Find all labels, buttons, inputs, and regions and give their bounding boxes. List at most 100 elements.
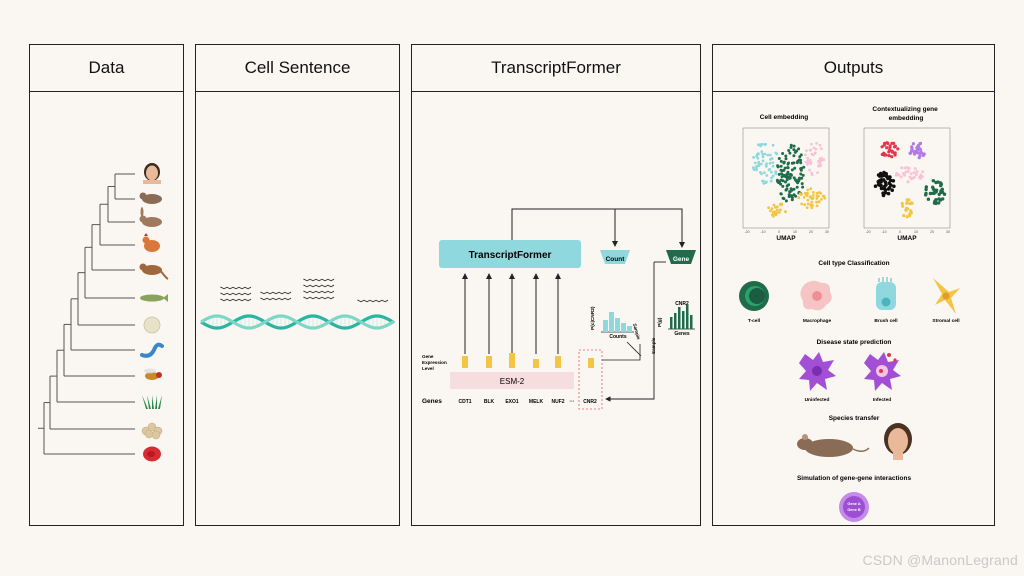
umap-tick: 10 (793, 230, 797, 234)
umap-point (771, 174, 775, 178)
umap-point (763, 143, 767, 146)
umap-point (759, 162, 763, 166)
umap-point (805, 149, 808, 153)
umap-point (779, 182, 783, 186)
umap-point (774, 172, 778, 176)
umap-point (799, 153, 803, 157)
kangaroo-icon (139, 263, 169, 280)
umap-tick: -20 (865, 230, 870, 234)
umap-point (800, 202, 804, 206)
count-head (600, 250, 630, 264)
umap-point (784, 154, 788, 158)
umap-point (809, 203, 813, 207)
count-bar (621, 323, 626, 332)
umap-label-left: UMAP (776, 235, 796, 242)
umap-point (785, 173, 789, 176)
gene-token-label: ··· (570, 399, 575, 405)
cnr2-dashed-box (578, 349, 603, 410)
umap-point (937, 201, 941, 205)
umap-point (880, 152, 884, 157)
umap-point (752, 156, 755, 159)
umap-point (789, 143, 793, 147)
token-line (303, 278, 335, 282)
umap-point (804, 153, 807, 157)
umap-point (787, 195, 791, 199)
umap-point (779, 159, 783, 163)
count-chart-xlabel: Counts (609, 334, 626, 340)
transcriptformer-block (439, 240, 581, 268)
umap-point (907, 166, 911, 170)
umap-point (781, 184, 785, 188)
umap-point (893, 144, 897, 148)
umap-point (906, 170, 910, 173)
umap-point (797, 158, 801, 162)
umap-frame-right (863, 127, 951, 229)
umap-point (774, 151, 778, 155)
stromal-cell-icon (933, 278, 960, 314)
umap-point (914, 173, 918, 177)
umap-point (895, 171, 899, 175)
umap-point (779, 178, 783, 182)
helix-strand (200, 314, 395, 330)
umap-point (817, 200, 821, 204)
umap-tick: 0 (899, 230, 901, 234)
umap-point (781, 174, 785, 178)
umap-point (806, 198, 810, 202)
cnr2-bar (588, 358, 594, 368)
data-panel: Data (29, 44, 184, 526)
umap-point (787, 149, 791, 152)
token-line (303, 290, 335, 294)
umap-point (789, 146, 793, 149)
umap-tick: 20 (809, 230, 813, 234)
umap-point (811, 194, 815, 197)
umap-point (780, 203, 783, 207)
count-distribution-chart: P(c|CNR2) Counts (590, 306, 634, 340)
umap-tick: 0 (778, 230, 780, 234)
umap-point (879, 186, 884, 191)
mouse-icon (797, 434, 870, 457)
umap-point (782, 160, 786, 164)
umap-point (756, 156, 760, 160)
umap-point (784, 157, 788, 161)
umap-point (784, 199, 788, 203)
expression-bar (533, 359, 539, 368)
umap-point (934, 188, 938, 192)
transcriptformer-block-label: TranscriptFormer (469, 250, 552, 261)
umap-point (808, 158, 812, 162)
cell-sentence-title: Cell Sentence (196, 45, 399, 92)
t-cell-icon (739, 281, 769, 311)
umap-point (799, 161, 803, 165)
umap-point (762, 179, 765, 183)
umap-point (783, 166, 787, 170)
gene-bar (674, 313, 677, 329)
feedback-line (511, 208, 685, 254)
umap-point (774, 213, 778, 217)
umap-frame-left (742, 127, 830, 229)
simulation-title: Simulation of gene-gene interactions (797, 475, 912, 482)
umap-point (886, 191, 891, 196)
umap-point (805, 194, 809, 198)
umap-point (772, 203, 776, 207)
umap-point (784, 175, 788, 179)
umap-point (771, 143, 775, 147)
umap-point (806, 156, 810, 160)
infected-cell-icon (864, 352, 901, 391)
umap-point (806, 163, 809, 166)
cell-type-label: T-cell (748, 318, 760, 324)
umap-point (818, 191, 821, 194)
umap-point (761, 159, 765, 163)
umap-point (775, 178, 779, 182)
umap-point (810, 142, 813, 146)
umap-point (760, 150, 764, 154)
umap-point (757, 162, 761, 166)
umap-point (769, 179, 773, 183)
umap-point (883, 180, 888, 184)
umap-point (802, 165, 806, 169)
umap-point (912, 152, 917, 156)
sample-label-count: Sample (632, 323, 641, 341)
umap-point (755, 168, 758, 172)
sample-link-count (626, 341, 642, 357)
umap-point (899, 175, 903, 179)
umap-point (787, 161, 790, 165)
expression-bar (509, 353, 515, 368)
